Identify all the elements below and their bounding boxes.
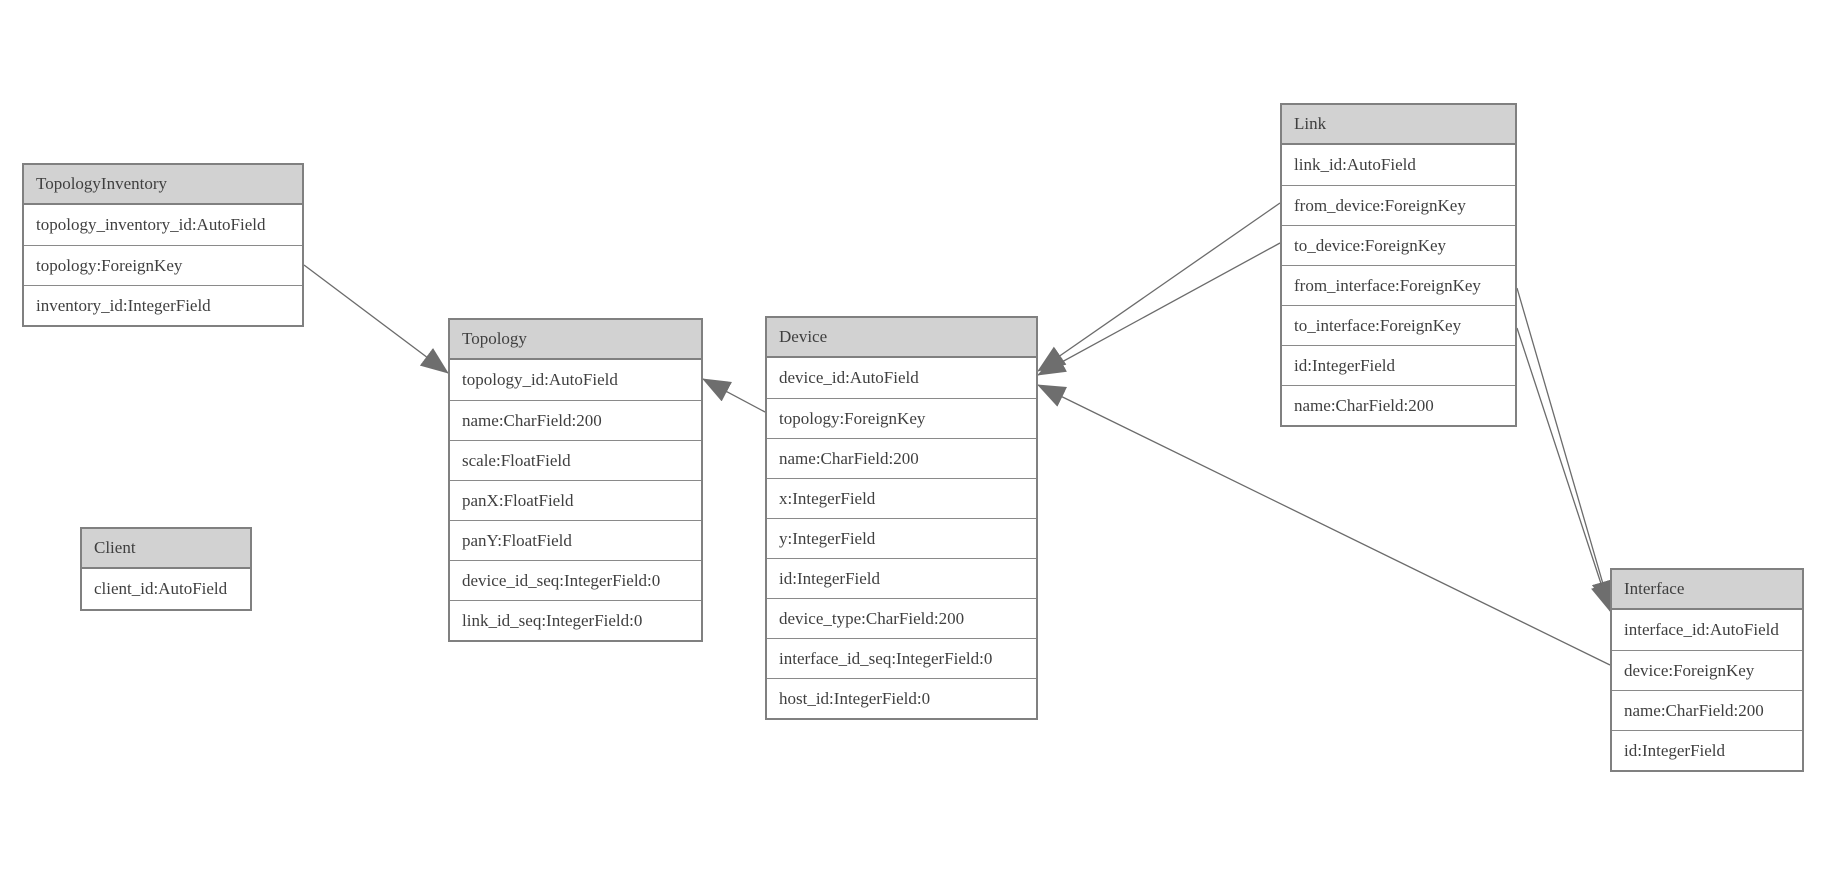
field-row: device_id_seq:IntegerField:0 [450,560,701,600]
relationship-line [1037,242,1281,376]
field-row: topology_id:AutoField [450,360,701,400]
relationship-line [1516,287,1614,609]
field-row: inventory_id:IntegerField [24,285,302,325]
field-row: topology:ForeignKey [24,245,302,285]
field-row: x:IntegerField [767,478,1036,518]
field-row: y:IntegerField [767,518,1036,558]
relationship-line [1037,202,1281,372]
field-row: id:IntegerField [1612,730,1802,770]
entity-title: Topology [450,320,701,360]
field-row: from_device:ForeignKey [1282,185,1515,225]
entity-title: Client [82,529,250,569]
field-row: name:CharField:200 [1282,385,1515,425]
entity-title: Link [1282,105,1515,145]
relationship-line [1037,384,1611,666]
field-row: id:IntegerField [767,558,1036,598]
field-row: link_id:AutoField [1282,145,1515,185]
field-row: panY:FloatField [450,520,701,560]
field-row: link_id_seq:IntegerField:0 [450,600,701,640]
field-row: topology:ForeignKey [767,398,1036,438]
field-row: device:ForeignKey [1612,650,1802,690]
field-row: host_id:IntegerField:0 [767,678,1036,718]
field-row: to_interface:ForeignKey [1282,305,1515,345]
field-row: interface_id_seq:IntegerField:0 [767,638,1036,678]
relationship-line [1516,327,1613,612]
entity-title: TopologyInventory [24,165,302,205]
field-row: id:IntegerField [1282,345,1515,385]
relationship-line [303,264,449,374]
field-row: scale:FloatField [450,440,701,480]
field-row: from_interface:ForeignKey [1282,265,1515,305]
relationship-line [702,378,766,413]
field-row: to_device:ForeignKey [1282,225,1515,265]
field-row: panX:FloatField [450,480,701,520]
field-row: name:CharField:200 [767,438,1036,478]
field-row: name:CharField:200 [450,400,701,440]
field-row: interface_id:AutoField [1612,610,1802,650]
field-row: topology_inventory_id:AutoField [24,205,302,245]
field-row: device_type:CharField:200 [767,598,1036,638]
field-row: device_id:AutoField [767,358,1036,398]
field-row: name:CharField:200 [1612,690,1802,730]
field-row: client_id:AutoField [82,569,250,609]
entity-title: Device [767,318,1036,358]
entity-title: Interface [1612,570,1802,610]
